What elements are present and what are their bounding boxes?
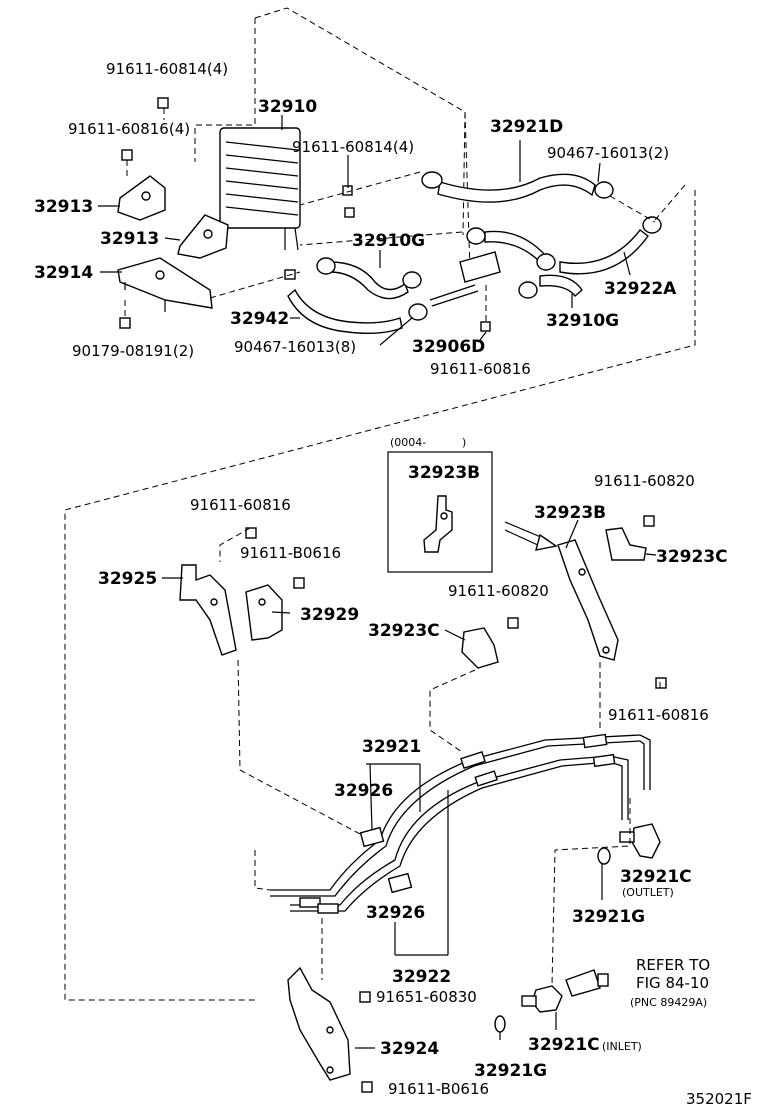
- label-clamp-923c-left: 32923C: [368, 621, 440, 641]
- hose-32922A: [559, 229, 649, 275]
- label-clamp-bottom: 90467-16013(8): [234, 338, 356, 356]
- diagram-id: 352021F: [686, 1090, 752, 1108]
- label-tube-921: 32921: [362, 737, 421, 757]
- label-bracket-lower: 32913: [100, 229, 159, 249]
- label-union-outlet: 32921C: [620, 867, 692, 887]
- tube-32921: [270, 734, 651, 897]
- label-clamp-923c-right: 32923C: [656, 547, 728, 567]
- gasket-32921G-upper: [597, 847, 611, 865]
- union-32921C-outlet: [619, 823, 661, 859]
- label-cooler: 32910: [258, 97, 317, 117]
- label-hose-g-lower: 32910G: [546, 311, 619, 331]
- clamp-32923C-right: [605, 527, 647, 561]
- bracket-32929: [245, 584, 283, 641]
- label-gasket-upper: 32921G: [572, 907, 645, 927]
- label-bolt-b0616a: 91611-B0616: [240, 544, 341, 562]
- label-bracket-924: 32924: [380, 1039, 439, 1059]
- label-tube-922: 32922: [392, 967, 451, 987]
- inset-frame: [387, 451, 493, 573]
- label-hose-d: 32921D: [490, 117, 563, 137]
- label-bolt-cooler: 91611-60816(4): [68, 120, 190, 138]
- label-refer-3: (PNC 89429A): [630, 996, 707, 1009]
- label-outlet-note: (OUTLET): [622, 886, 674, 899]
- section-separator: [64, 190, 696, 1001]
- label-refer-1: REFER TO: [636, 956, 710, 974]
- arrow-icon: [504, 521, 558, 551]
- label-bolt-side: 91611-60814(4): [292, 138, 414, 156]
- bolt-icon-lower: [245, 515, 667, 1093]
- clamp-32923C-left: [461, 627, 499, 669]
- upper-boundary-right: [464, 111, 471, 271]
- label-bolt-top: 91611-60814(4): [106, 60, 228, 78]
- support-32914: [117, 257, 213, 312]
- label-bolt-816b: 91611-60816: [190, 496, 291, 514]
- label-bolt-bottom: 90179-08191(2): [72, 342, 194, 360]
- label-bracket-925: 32925: [98, 569, 157, 589]
- leader-lines: [98, 115, 631, 346]
- label-bolt-906d: 91611-60816: [430, 360, 531, 378]
- label-bracket-929: 32929: [300, 605, 359, 625]
- part-labels: 91611-60814(4) 91611-60816(4) 32910 9161…: [34, 60, 752, 1108]
- hose-32910G-lower: [539, 274, 583, 298]
- label-bracket-upper: 32913: [34, 197, 93, 217]
- label-inset-date: (0004-: [390, 436, 426, 449]
- label-hose-g-upper: 32910G: [352, 231, 425, 251]
- bracket-32923B: [557, 539, 619, 661]
- inset-bracket-32923B: [423, 495, 453, 553]
- label-bolt-816c: 91611-60816: [608, 706, 709, 724]
- bracket-32906D: [429, 251, 501, 307]
- bracket-32913-lower: [177, 214, 229, 259]
- label-bolt-b0616b: 91611-B0616: [388, 1080, 489, 1098]
- hose-32910G-upper: [329, 261, 409, 300]
- sleeve-icon: [299, 733, 616, 914]
- label-support: 32914: [34, 263, 93, 283]
- label-bracket-923b: 32923B: [534, 503, 606, 523]
- label-bolt-830: 91651-60830: [376, 988, 477, 1006]
- bracket-32925: [179, 564, 237, 656]
- label-hose-a: 32922A: [604, 279, 677, 299]
- label-hose-942: 32942: [230, 309, 289, 329]
- grommet-32926: [359, 826, 413, 894]
- label-refer-2: FIG 84-10: [636, 974, 709, 992]
- clamp-icon: [316, 171, 662, 321]
- leader-lines-lower: [162, 519, 657, 1049]
- label-union-inlet: 32921C: [528, 1035, 600, 1055]
- union-32921C-inlet: [521, 969, 609, 1013]
- label-inset-close: ): [462, 436, 466, 449]
- label-inlet-note: (INLET): [602, 1040, 642, 1053]
- upper-boundary-frame: [194, 18, 256, 162]
- gasket-32921G-lower: [494, 1015, 506, 1033]
- label-bolt-820a: 91611-60820: [594, 472, 695, 490]
- label-gasket-lower: 32921G: [474, 1061, 547, 1081]
- hose-32942: [287, 288, 403, 335]
- bracket-32913-upper: [117, 175, 166, 221]
- label-bolt-820b: 91611-60820: [448, 582, 549, 600]
- label-clamp-top: 90467-16013(2): [547, 144, 669, 162]
- label-inset-part: 32923B: [408, 463, 480, 483]
- label-grommet-lower: 32926: [366, 903, 425, 923]
- label-bracket-906d: 32906D: [412, 337, 485, 357]
- upper-boundary: [254, 7, 466, 236]
- oil-cooler: [219, 127, 301, 251]
- hose-32921D: [437, 173, 596, 203]
- bracket-32924: [287, 966, 351, 1081]
- label-grommet-upper: 32926: [334, 781, 393, 801]
